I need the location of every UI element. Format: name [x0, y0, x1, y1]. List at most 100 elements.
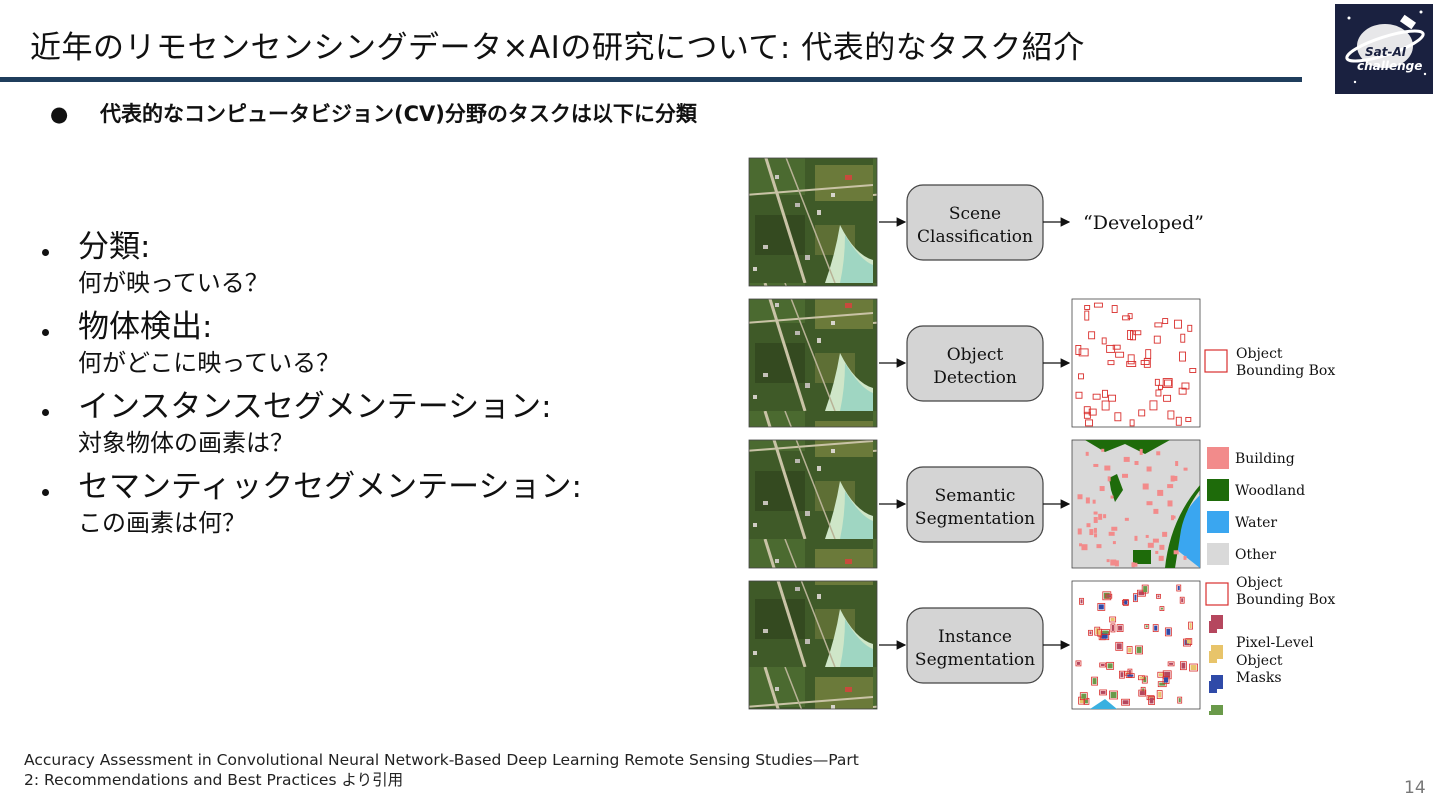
object-mask	[1164, 677, 1169, 683]
bounding-box	[1162, 378, 1173, 389]
bounding-box	[1179, 596, 1185, 604]
object-mask	[1089, 631, 1092, 635]
building-region	[1107, 476, 1111, 482]
object-mask	[1084, 699, 1088, 704]
object-mask	[1110, 617, 1115, 621]
object-mask	[1186, 639, 1191, 644]
bounding-box	[1130, 330, 1136, 341]
bounding-box	[1157, 671, 1165, 678]
citation-line-2: 2: Recommendations and Best Practices より…	[24, 771, 404, 789]
aerial-image	[748, 439, 878, 569]
bounding-box	[1154, 378, 1160, 386]
bounding-box	[1167, 661, 1175, 667]
legend-label: Bounding Box	[1236, 363, 1335, 379]
bounding-box	[1101, 337, 1107, 345]
bounding-box	[1179, 351, 1186, 362]
bounding-box	[1083, 406, 1091, 415]
bounding-box	[1167, 410, 1175, 420]
bounding-box	[1125, 673, 1135, 679]
bounding-box	[1111, 305, 1118, 313]
object-mask	[1134, 594, 1137, 601]
bounding-box	[1149, 400, 1158, 411]
legend-label: Masks	[1236, 670, 1282, 686]
building-region	[1099, 486, 1105, 492]
bounding-box	[1157, 384, 1163, 390]
building-region	[1079, 543, 1083, 547]
bounding-box	[1156, 593, 1161, 599]
bullet-item-instance-segmentation: インスタンスセグメンテーション: 対象物体の画素は？	[40, 388, 582, 460]
bounding-box	[1078, 373, 1084, 380]
bounding-box	[1105, 593, 1113, 599]
object-mask	[1181, 598, 1184, 603]
building-region	[1139, 448, 1143, 455]
object-mask	[1118, 625, 1123, 631]
object-mask	[1159, 682, 1166, 686]
object-mask	[1136, 646, 1142, 653]
bullet-heading: 物体検出:	[78, 309, 213, 345]
slide-title: 近年のリモセンセンシングデータ×AIの研究について: 代表的なタスク紹介	[30, 30, 1085, 66]
bullet-heading: 分類:	[78, 229, 151, 265]
bounding-box	[1175, 416, 1182, 426]
object-mask	[1190, 665, 1197, 671]
bounding-box	[1141, 584, 1149, 594]
legend-label: Object	[1236, 575, 1283, 591]
legend-bbox-swatch	[1205, 582, 1229, 606]
bounding-box	[1075, 391, 1083, 399]
task-box-label: Segmentation	[915, 650, 1035, 670]
bounding-box	[1180, 333, 1186, 343]
bounding-box	[1163, 394, 1172, 402]
bounding-box	[1079, 692, 1088, 701]
building-region	[1175, 461, 1179, 467]
bullet-description: 何が映っている？	[78, 269, 269, 297]
bounding-box	[1097, 603, 1106, 611]
sub-bullet: ●代表的なコンピュータビジョン(CV)分野のタスクは以下に分類	[50, 98, 697, 128]
bounding-box	[1121, 698, 1130, 706]
building-region	[1086, 523, 1091, 528]
building-region	[1093, 463, 1099, 467]
object-mask	[1101, 632, 1108, 639]
task-box-label: Detection	[933, 368, 1017, 388]
bounding-box	[1126, 646, 1133, 654]
building-region	[1142, 483, 1149, 490]
bounding-box	[1127, 329, 1134, 340]
building-region	[1114, 560, 1119, 567]
object-mask	[1145, 625, 1148, 628]
bounding-box	[1114, 412, 1122, 422]
object-mask	[1100, 690, 1106, 694]
task-box-label: Classification	[917, 227, 1033, 247]
object-mask	[1138, 591, 1145, 596]
bullet-description: 何がどこに映っている？	[78, 349, 341, 377]
task-box-label: Instance	[938, 627, 1012, 647]
building-region	[1134, 535, 1138, 541]
bullet-heading: セマンティックセグメンテーション:	[78, 469, 582, 505]
bounding-box	[1152, 624, 1159, 633]
building-region	[1183, 467, 1188, 471]
bounding-box	[1138, 675, 1145, 681]
building-region	[1110, 559, 1117, 566]
building-region	[1147, 542, 1154, 548]
sat-ai-challenge-logo: Sat-AI challenge	[1335, 4, 1433, 94]
object-mask	[1127, 674, 1134, 677]
object-mask	[1120, 672, 1124, 678]
bounding-box	[1102, 389, 1108, 398]
building-region	[1153, 508, 1159, 514]
bounding-box	[1127, 354, 1135, 365]
bounding-box	[1189, 663, 1198, 672]
bullet-item-object-detection: 物体検出: 何がどこに映っている？	[40, 308, 582, 380]
task-box-label: Semantic	[935, 486, 1016, 506]
bounding-box	[1088, 331, 1096, 340]
legend-label: Building	[1235, 451, 1295, 467]
legend-label: Bounding Box	[1236, 592, 1335, 608]
building-region	[1167, 500, 1173, 507]
task-box-label: Segmentation	[915, 509, 1035, 529]
bounding-box	[1157, 681, 1167, 688]
bounding-box	[1109, 616, 1117, 623]
bounding-box	[1164, 627, 1172, 637]
legend-swatch-water	[1207, 511, 1229, 533]
legend-label: Water	[1235, 515, 1277, 531]
object-mask	[1107, 663, 1113, 669]
bounding-box	[1116, 624, 1124, 633]
bounding-box	[1106, 344, 1116, 353]
object-mask	[1080, 599, 1083, 604]
bounding-box	[1133, 593, 1138, 603]
